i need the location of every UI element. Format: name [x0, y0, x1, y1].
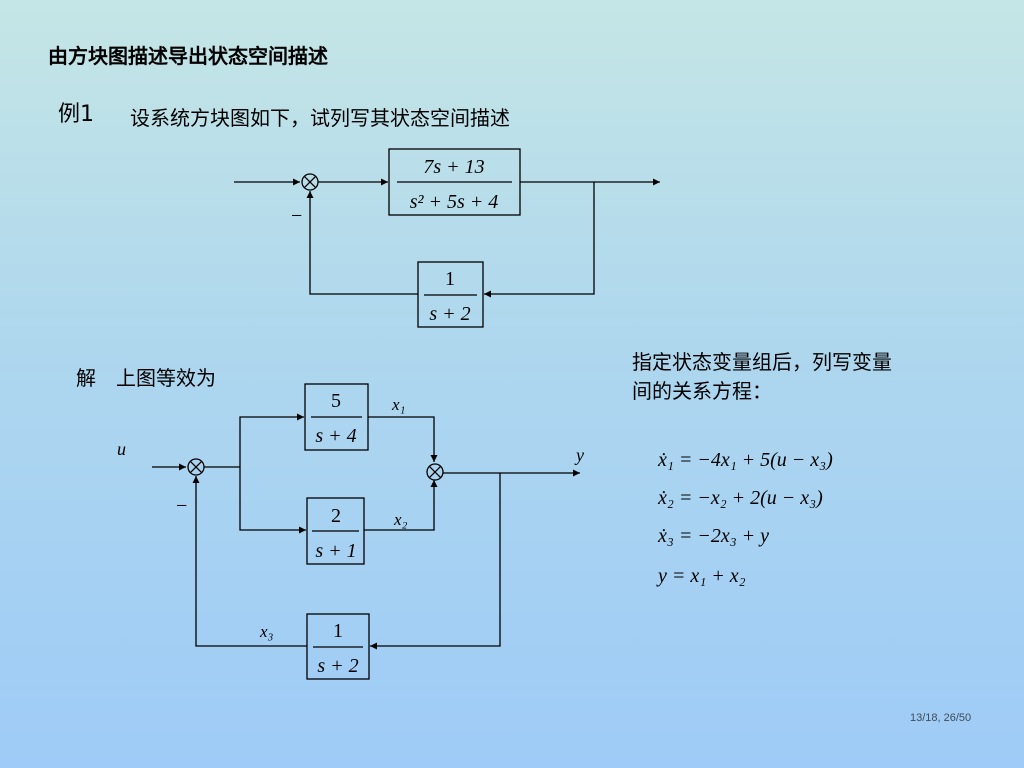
summing-junction-2 — [187, 458, 205, 476]
x3-label: x₃ — [259, 622, 274, 641]
block-2 — [306, 497, 365, 565]
x3-path — [192, 476, 307, 647]
equation-1: ẋ₁ = −4x₁ + 5(u − x₃) — [657, 449, 833, 471]
right-description: 指定状态变量组后，列写变量 间的关系方程： — [632, 348, 892, 406]
x1-path — [368, 416, 438, 462]
block-2-numerator: 2 — [331, 505, 341, 527]
solution-text: 解 上图等效为 — [76, 366, 216, 390]
forward-denominator: s² + 5s + 4 — [410, 191, 499, 213]
equation-3: ẋ₃ = −2x₃ + y — [657, 525, 769, 547]
block-3-denominator: s + 2 — [317, 655, 358, 677]
equation-4: y = x₁ + x₂ — [656, 565, 746, 587]
diagram-1-labels: 7s + 13 s² + 5s + 4 1 s + 2 − — [291, 156, 498, 325]
summing-junction-3 — [426, 463, 444, 481]
feedback-denominator: s + 2 — [429, 303, 470, 325]
feedback-path-left — [306, 191, 418, 295]
x2-label: x₂ — [393, 510, 408, 529]
x2-path — [364, 480, 438, 531]
summing-junction-1 — [301, 173, 319, 191]
example-label: 例1 — [58, 102, 94, 127]
equation-2: ẋ₂ = −x₂ + 2(u − x₃) — [657, 487, 823, 509]
state-equations: ẋ₁ = −4x₁ + 5(u − x₃) ẋ₂ = −x₂ + 2(u − x… — [656, 449, 833, 587]
feedback-numerator: 1 — [445, 268, 455, 290]
diagram-2 — [152, 383, 580, 680]
branch-to-block1 — [239, 413, 304, 467]
minus-sign-2: − — [176, 495, 187, 517]
slide-title: 由方块图描述导出状态空间描述 — [48, 44, 328, 68]
block-1-denominator: s + 4 — [315, 425, 356, 447]
diagram-1 — [234, 148, 660, 328]
block-2-denominator: s + 1 — [315, 540, 356, 562]
forward-numerator: 7s + 13 — [423, 156, 484, 178]
feedback-2-right — [370, 473, 501, 650]
output-y-label: y — [574, 445, 584, 465]
block-3-numerator: 1 — [333, 620, 343, 642]
right-text-line-2: 间的关系方程： — [632, 379, 772, 403]
feedback-path-right — [484, 182, 595, 298]
minus-sign-1: − — [291, 205, 302, 227]
example-text: 设系统方块图如下，试列写其状态空间描述 — [130, 106, 510, 130]
input-u-label: u — [117, 439, 126, 459]
page-number: 13/18, 26/50 — [910, 712, 972, 724]
x1-label: x₁ — [391, 395, 405, 414]
right-text-line-1: 指定状态变量组后，列写变量 — [632, 350, 892, 374]
diagram-2-labels: u y − 5 s + 4 2 s + 1 1 s + 2 x₁ x₂ x₃ — [117, 390, 584, 677]
branch-to-block2 — [239, 467, 306, 534]
block-1-numerator: 5 — [331, 390, 341, 412]
